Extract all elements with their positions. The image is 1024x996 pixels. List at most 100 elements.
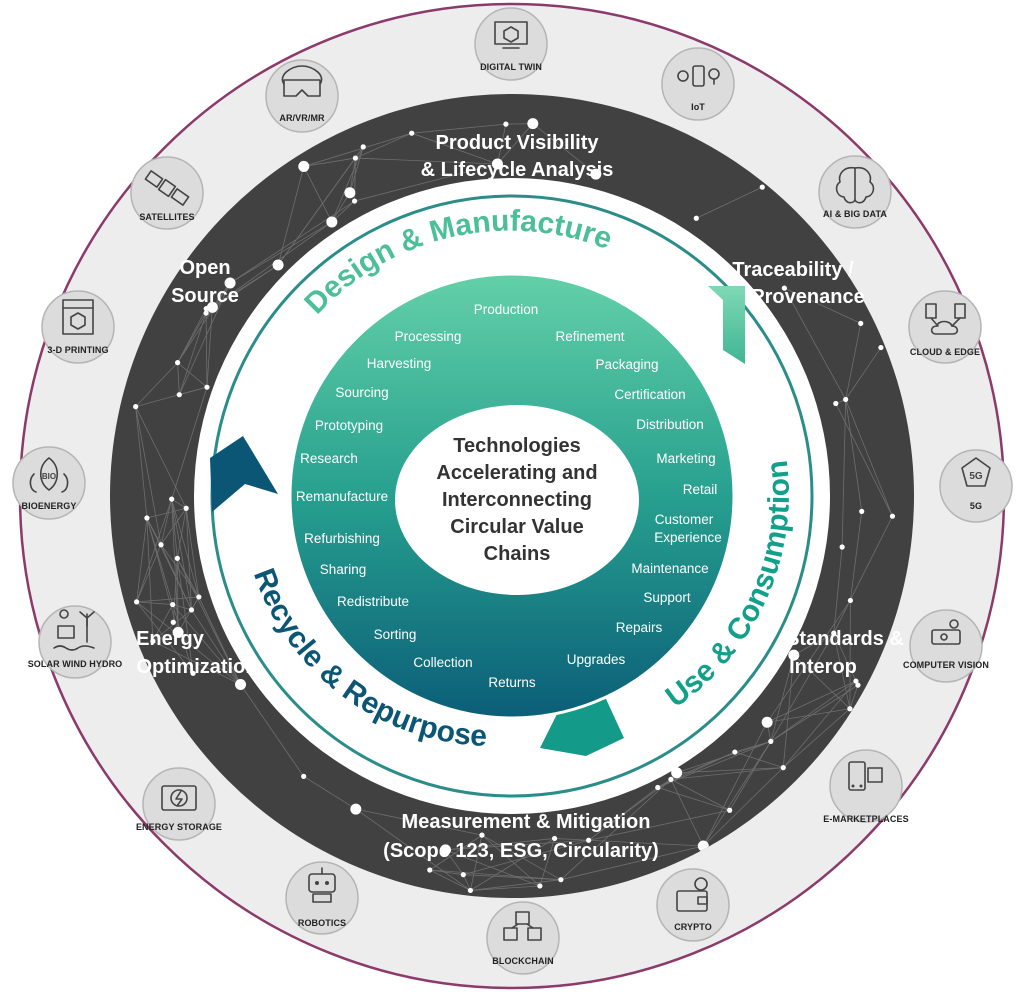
network-node xyxy=(890,514,895,519)
network-node xyxy=(468,888,473,893)
network-node xyxy=(204,385,209,390)
theme-product-visibility-2: & Lifecycle Analysis xyxy=(421,159,614,181)
network-node xyxy=(184,506,189,511)
theme-standards-2: Interop xyxy=(789,656,857,678)
network-node xyxy=(134,599,139,604)
network-node xyxy=(235,679,246,690)
network-node xyxy=(859,509,864,514)
step-marketing: Marketing xyxy=(656,451,715,466)
theme-measurement-1: Measurement & Mitigation xyxy=(402,811,651,833)
network-link xyxy=(850,600,851,708)
step-upgrades: Upgrades xyxy=(567,652,626,667)
tech-label-iot: IoT xyxy=(691,102,705,112)
tech-ar-vr-mr: AR/VR/MR xyxy=(266,60,338,132)
center-title-line-1: Technologies xyxy=(453,435,580,457)
tech-5g: 5G 5G xyxy=(940,450,1012,522)
step-prototyping: Prototyping xyxy=(315,418,383,433)
svg-text:5G: 5G xyxy=(969,471,983,482)
step-support: Support xyxy=(643,590,691,605)
network-node xyxy=(858,321,863,326)
step-customer-experience-2: Experience xyxy=(654,530,722,545)
tech-blockchain: BLOCKCHAIN xyxy=(487,902,559,974)
step-research: Research xyxy=(300,451,358,466)
network-node xyxy=(175,360,180,365)
center-title-line-3: Interconnecting xyxy=(442,489,592,511)
tech-label-crypto: CRYPTO xyxy=(674,922,712,932)
step-packaging: Packaging xyxy=(595,357,658,372)
tech-label-cloud-edge: CLOUD & EDGE xyxy=(910,347,980,357)
theme-traceability-1: Traceability / xyxy=(732,259,854,281)
network-node xyxy=(768,739,773,744)
svg-text:BIO: BIO xyxy=(42,472,56,481)
theme-product-visibility-1: Product Visibility xyxy=(436,132,600,154)
step-sharing: Sharing xyxy=(320,562,367,577)
network-node xyxy=(655,785,660,790)
tech-ai-big-data: AI & BIG DATA xyxy=(819,156,891,228)
theme-open-source-1: Open xyxy=(179,257,230,279)
tech-label-computer-vision: COMPUTER VISION xyxy=(903,660,989,670)
tech-label-3d-printing: 3-D PRINTING xyxy=(47,345,108,355)
step-refinement: Refinement xyxy=(555,329,624,344)
step-sorting: Sorting xyxy=(374,627,417,642)
tech-label-satellites: SATELLITES xyxy=(139,212,194,222)
network-node xyxy=(847,706,852,711)
network-node xyxy=(171,620,176,625)
step-harvesting: Harvesting xyxy=(367,356,432,371)
center-title-line-5: Chains xyxy=(484,543,551,565)
network-node xyxy=(361,144,366,149)
network-node xyxy=(177,392,182,397)
tech-label-bioenergy: BIOENERGY xyxy=(22,501,77,511)
network-node xyxy=(133,404,138,409)
network-node xyxy=(461,872,466,877)
step-returns: Returns xyxy=(488,675,536,690)
network-node xyxy=(848,598,853,603)
network-node xyxy=(352,198,357,203)
network-node xyxy=(843,397,848,402)
network-node xyxy=(503,122,508,127)
network-node xyxy=(409,131,414,136)
network-node xyxy=(169,496,174,501)
network-node xyxy=(196,594,201,599)
tech-cloud-edge: CLOUD & EDGE xyxy=(909,291,981,363)
step-production: Production xyxy=(474,302,539,317)
tech-label-robotics: ROBOTICS xyxy=(298,918,346,928)
network-node xyxy=(558,877,563,882)
network-node xyxy=(668,777,673,782)
network-node xyxy=(479,833,484,838)
tech-label-solar-wind-hydro: SOLAR WIND HYDRO xyxy=(28,659,123,669)
step-sourcing: Sourcing xyxy=(335,385,388,400)
step-redistribute: Redistribute xyxy=(337,594,409,609)
tech-crypto: CRYPTO xyxy=(657,869,729,941)
theme-energy-optimization-2: Optimization xyxy=(136,656,257,678)
step-collection: Collection xyxy=(413,655,472,670)
step-certification: Certification xyxy=(614,387,685,402)
network-node xyxy=(694,216,699,221)
network-node xyxy=(144,515,149,520)
network-node xyxy=(298,161,309,172)
network-node xyxy=(833,401,838,406)
tech-label-digital-twin: DIGITAL TWIN xyxy=(480,62,542,72)
theme-traceability-2: Provenance xyxy=(751,286,864,308)
tech-robotics: ROBOTICS xyxy=(286,862,358,934)
step-processing: Processing xyxy=(395,329,462,344)
network-node xyxy=(189,607,194,612)
network-node xyxy=(878,345,883,350)
network-node xyxy=(527,118,538,129)
step-repairs: Repairs xyxy=(616,620,663,635)
tech-label-5g: 5G xyxy=(970,501,982,511)
network-node xyxy=(427,867,432,872)
network-node xyxy=(840,544,845,549)
tech-label-ar-vr-mr: AR/VR/MR xyxy=(279,113,325,123)
network-node xyxy=(204,310,209,315)
network-node xyxy=(175,556,180,561)
step-maintenance: Maintenance xyxy=(631,561,708,576)
network-node xyxy=(273,260,284,271)
tech-satellites: SATELLITES xyxy=(131,157,203,229)
tech-digital-twin: DIGITAL TWIN xyxy=(475,8,547,80)
network-node xyxy=(781,765,786,770)
network-node xyxy=(732,749,737,754)
network-node xyxy=(326,216,337,227)
network-node xyxy=(158,542,163,547)
network-node xyxy=(537,883,542,888)
